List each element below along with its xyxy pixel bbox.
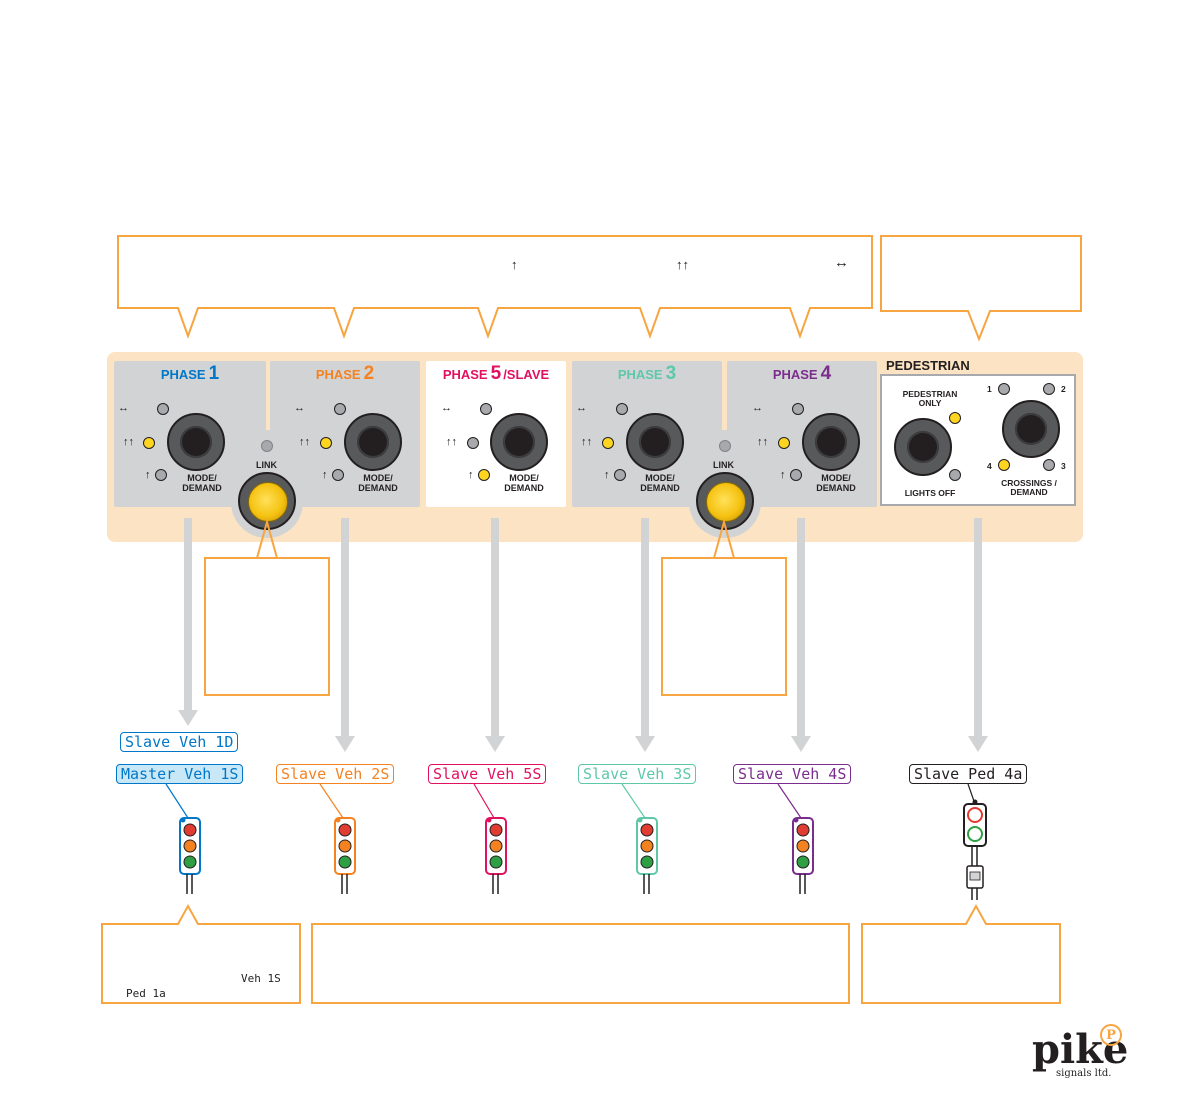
crossing-2-number: 2 (1061, 384, 1066, 394)
bottom-callout-middle (311, 923, 850, 1004)
phase-4-mode-knob[interactable] (802, 413, 860, 471)
badge-slave-ped-4a: Slave Ped 4a (909, 764, 1028, 784)
crossing-1-number: 1 (987, 384, 992, 394)
crossing-3-lamp (1043, 459, 1055, 471)
bottom-callout-right (861, 903, 1061, 1004)
link-callout-1 (204, 557, 330, 696)
link-2-button[interactable] (696, 472, 754, 530)
phase-2-mode-knob[interactable] (344, 413, 402, 471)
phase-3-lamp-single (614, 469, 626, 481)
both-ways-arrow-icon: ↔ (752, 402, 763, 414)
crossings-demand-label: CROSSINGS / DEMAND (1001, 478, 1057, 497)
bottom-callout-left (101, 903, 301, 1004)
link-1-led (261, 440, 273, 452)
phase-5-mode-label: MODE/ DEMAND (504, 473, 544, 493)
double-arrow-icon: ↑↑ (757, 436, 768, 448)
single-arrow-icon: ↑ (511, 257, 518, 272)
phase-5-mode-knob[interactable] (490, 413, 548, 471)
link-callout-2 (661, 557, 787, 696)
badge-slave-veh-1d: Slave Veh 1D (120, 732, 239, 752)
logo-mark-icon: P (1100, 1024, 1122, 1046)
pedestrian-signal-icon (963, 799, 987, 900)
crossing-3-number: 3 (1061, 461, 1066, 471)
badge-master-veh-1s: Master Veh 1S (116, 764, 244, 784)
top-callout-pedestrian (880, 235, 1082, 342)
lights-off-label: LIGHTS OFF (904, 488, 956, 498)
badge-slave-veh-4s: Slave Veh 4S (733, 764, 852, 784)
logo-tagline: signals ltd. (1056, 1068, 1112, 1079)
top-callout-phases (117, 235, 873, 339)
crossings-demand-knob[interactable] (1002, 400, 1060, 458)
phase-2-lamp-double (320, 437, 332, 449)
phase-3-mode-label: MODE/ DEMAND (640, 473, 680, 493)
pedestrian-only-lamp (949, 412, 961, 424)
link-1-label: LINK (256, 460, 277, 470)
both-ways-arrow-icon: ↔ (118, 402, 129, 414)
phase-2-lamp-single (332, 469, 344, 481)
phase-1-mode-knob[interactable] (167, 413, 225, 471)
single-arrow-icon: ↑ (604, 469, 610, 481)
double-arrow-icon: ↑↑ (676, 257, 689, 272)
phase-3-lamp-both-ways (616, 403, 628, 415)
pedestrian-title: PEDESTRIAN (882, 358, 974, 373)
crossing-4-number: 4 (987, 461, 992, 471)
both-ways-arrow-icon: ↔ (834, 254, 849, 271)
phase-5-lamp-both-ways (480, 403, 492, 415)
both-ways-arrow-icon: ↔ (441, 402, 452, 414)
single-arrow-icon: ↑ (468, 469, 474, 481)
badge-slave-veh-2s: Slave Veh 2S (276, 764, 395, 784)
link-2-led (719, 440, 731, 452)
phase-5-lamp-double (467, 437, 479, 449)
phase-2-mode-label: MODE/ DEMAND (358, 473, 398, 493)
callout-ped-1a: Ped 1a (126, 987, 166, 1000)
link-2-label: LINK (713, 460, 734, 470)
single-arrow-icon: ↑ (322, 469, 328, 481)
traffic-light-icon (334, 817, 356, 894)
double-arrow-icon: ↑↑ (299, 436, 310, 448)
traffic-light-icon (792, 817, 814, 894)
double-arrow-icon: ↑↑ (446, 436, 457, 448)
badge-slave-veh-3s: Slave Veh 3S (578, 764, 697, 784)
phase-2-lamp-both-ways (334, 403, 346, 415)
double-arrow-icon: ↑↑ (123, 436, 134, 448)
badge-slave-veh-5s: Slave Veh 5S (428, 764, 547, 784)
pedestrian-mode-knob[interactable] (894, 418, 952, 476)
phase-4-lamp-both-ways (792, 403, 804, 415)
phase-4-lamp-double (778, 437, 790, 449)
pedestrian-only-label: PEDESTRIAN ONLY (902, 389, 958, 408)
crossing-4-lamp (998, 459, 1010, 471)
traffic-light-icon (636, 817, 658, 894)
lights-off-lamp (949, 469, 961, 481)
phase-3-mode-knob[interactable] (626, 413, 684, 471)
phase-4-lamp-single (790, 469, 802, 481)
phase-1-lamp-single (155, 469, 167, 481)
phase-3-lamp-double (602, 437, 614, 449)
crossing-2-lamp (1043, 383, 1055, 395)
single-arrow-icon: ↑ (145, 469, 151, 481)
traffic-light-icon (485, 817, 507, 894)
crossing-1-lamp (998, 383, 1010, 395)
callout-veh-1s: Veh 1S (241, 972, 281, 985)
phase-1-lamp-double (143, 437, 155, 449)
link-1-button[interactable] (238, 472, 296, 530)
double-arrow-icon: ↑↑ (581, 436, 592, 448)
both-ways-arrow-icon: ↔ (576, 402, 587, 414)
phase-4-mode-label: MODE/ DEMAND (816, 473, 856, 493)
phase-5-lamp-single (478, 469, 490, 481)
phase-1-lamp-both-ways (157, 403, 169, 415)
both-ways-arrow-icon: ↔ (294, 402, 305, 414)
phase-1-mode-label: MODE/ DEMAND (182, 473, 222, 493)
single-arrow-icon: ↑ (780, 469, 786, 481)
traffic-light-icon (179, 817, 201, 894)
